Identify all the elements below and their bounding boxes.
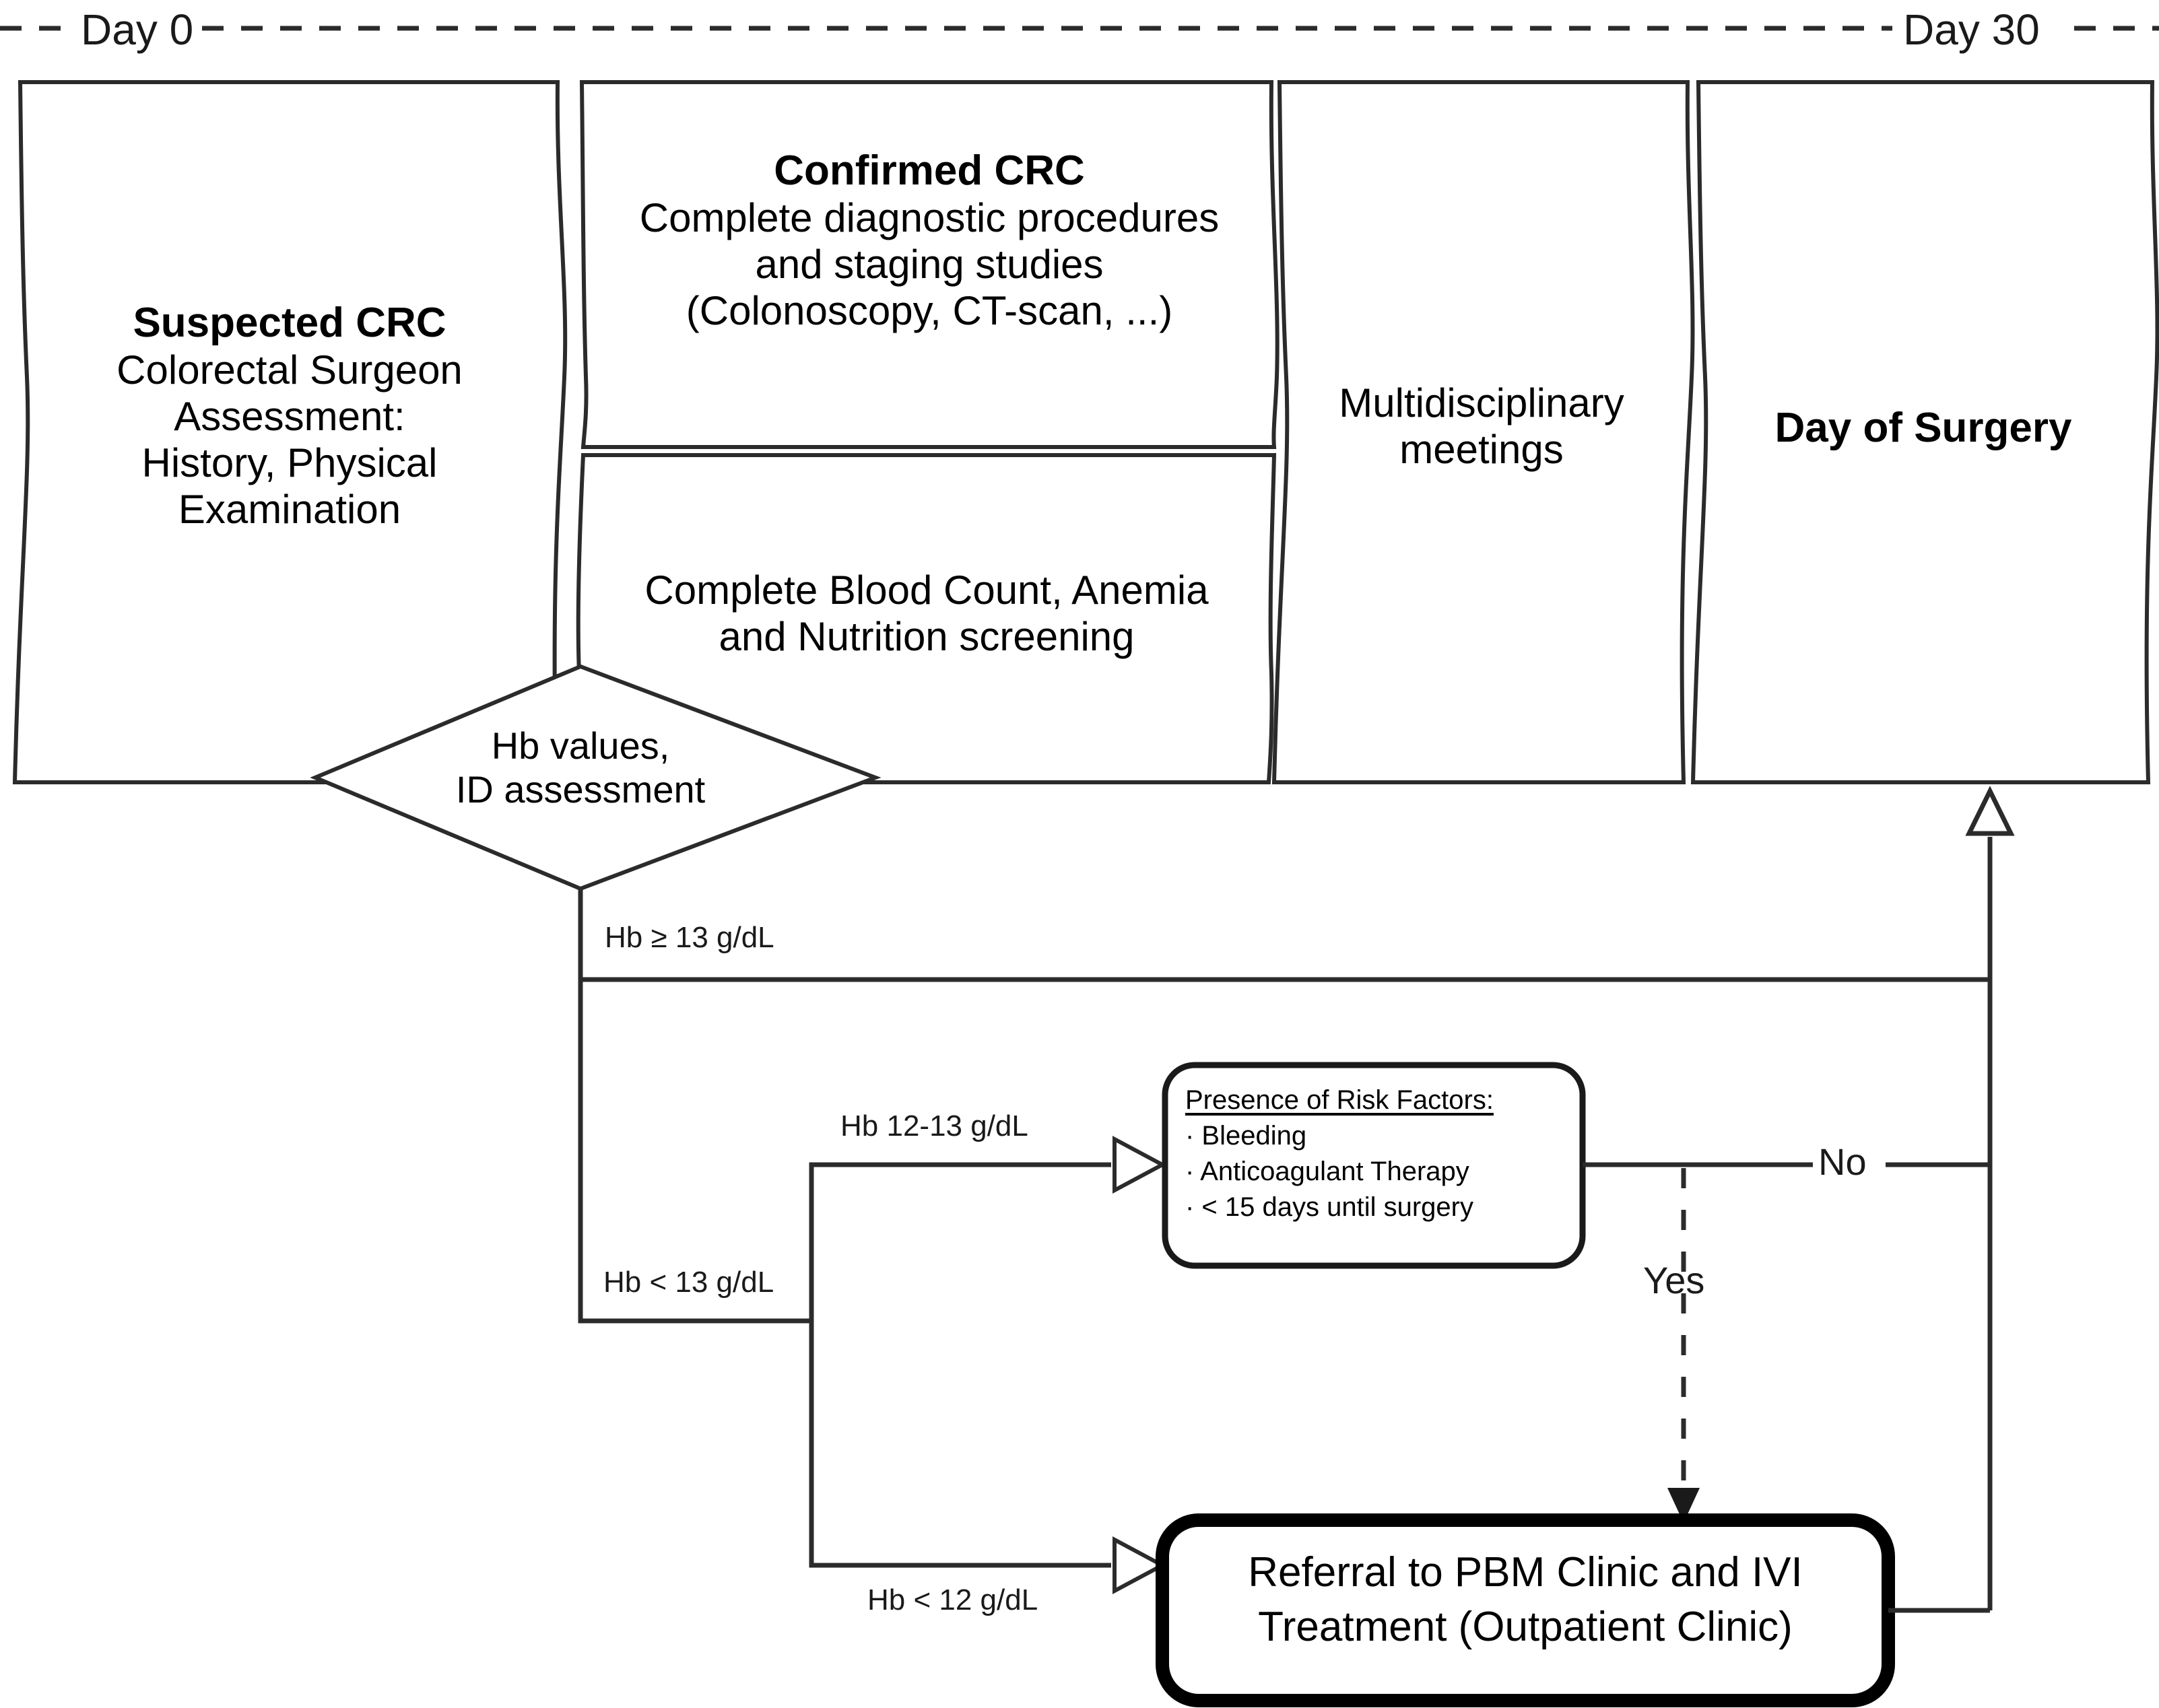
stage-line: Colorectal Surgeon	[117, 347, 463, 392]
edge-return-to-surgery	[1965, 786, 2015, 1610]
timeline-start-label: Day 0	[81, 5, 194, 54]
edge-label-hb-12-13: Hb 12-13 g/dL	[840, 1109, 1028, 1142]
risk-factor-item: · Bleeding	[1185, 1121, 1307, 1151]
stage-line: (Colonoscopy, CT-scan, ...)	[686, 288, 1173, 333]
risk-factors-box[interactable]: Presence of Risk Factors: · Bleeding · A…	[1185, 1085, 1569, 1223]
edge-hb-ge-13	[578, 889, 1990, 982]
decision-hb-values[interactable]: Hb values, ID assessment	[412, 724, 749, 811]
stage-shape-blood-count	[575, 453, 1277, 784]
edge-label-yes: Yes	[1643, 1259, 1705, 1301]
risk-factors-heading: Presence of Risk Factors:	[1185, 1085, 1494, 1115]
stage-shape-day-of-surgery	[1690, 80, 2159, 784]
stage-line: and Nutrition screening	[719, 614, 1135, 659]
decision-line: Hb values,	[491, 724, 670, 767]
edge-label-hb-lt-13: Hb < 13 g/dL	[603, 1266, 774, 1299]
stage-title-suspected-crc: Suspected CRC	[133, 300, 446, 346]
pbm-line: Treatment (Outpatient Clinic)	[1258, 1604, 1793, 1650]
edge-label-no: No	[1818, 1140, 1867, 1183]
edge-yes-dashed	[1667, 1168, 1700, 1523]
timeline-end-label: Day 30	[1903, 5, 2040, 54]
pbm-line: Referral to PBM Clinic and IVI	[1248, 1549, 1803, 1596]
pbm-referral-box[interactable]: Referral to PBM Clinic and IVI Treatment…	[1178, 1548, 1872, 1651]
stage-shape-confirmed-crc	[579, 80, 1280, 449]
stage-title-day-of-surgery: Day of Surgery	[1774, 405, 2072, 451]
stage-line: Examination	[178, 487, 401, 532]
stage-mdt[interactable]: Multidisciplinary meetings	[1280, 380, 1684, 473]
edge-label-hb-lt-12: Hb < 12 g/dL	[867, 1583, 1038, 1616]
stage-confirmed-crc[interactable]: Confirmed CRC Complete diagnostic proced…	[593, 147, 1266, 334]
stage-line: History, Physical	[141, 440, 438, 485]
edge-hb-12-13	[809, 1135, 1167, 1321]
stage-suspected-crc[interactable]: Suspected CRC Colorectal Surgeon Assessm…	[27, 299, 552, 533]
risk-factor-item: · < 15 days until surgery	[1185, 1192, 1473, 1222]
stage-title-confirmed-crc: Confirmed CRC	[774, 147, 1085, 194]
stage-blood-count[interactable]: Complete Blood Count, Anemia and Nutriti…	[590, 567, 1263, 660]
stage-line: Complete diagnostic procedures	[639, 195, 1220, 240]
edge-label-hb-ge-13: Hb ≥ 13 g/dL	[605, 921, 774, 954]
edge-hb-lt-13	[578, 980, 811, 1324]
stage-line: and staging studies	[755, 242, 1104, 287]
edge-hb-lt-12	[809, 1321, 1167, 1595]
stage-line: Multidisciplinary	[1339, 380, 1624, 425]
stage-line: Assessment:	[174, 394, 405, 439]
decision-line: ID assessment	[455, 768, 706, 811]
stage-shape-mdt	[1271, 80, 1695, 784]
stage-line: meetings	[1399, 427, 1564, 472]
stage-line: Complete Blood Count, Anemia	[644, 568, 1209, 613]
risk-factor-item: · Anticoagulant Therapy	[1185, 1157, 1469, 1186]
stage-day-of-surgery[interactable]: Day of Surgery	[1697, 404, 2150, 452]
